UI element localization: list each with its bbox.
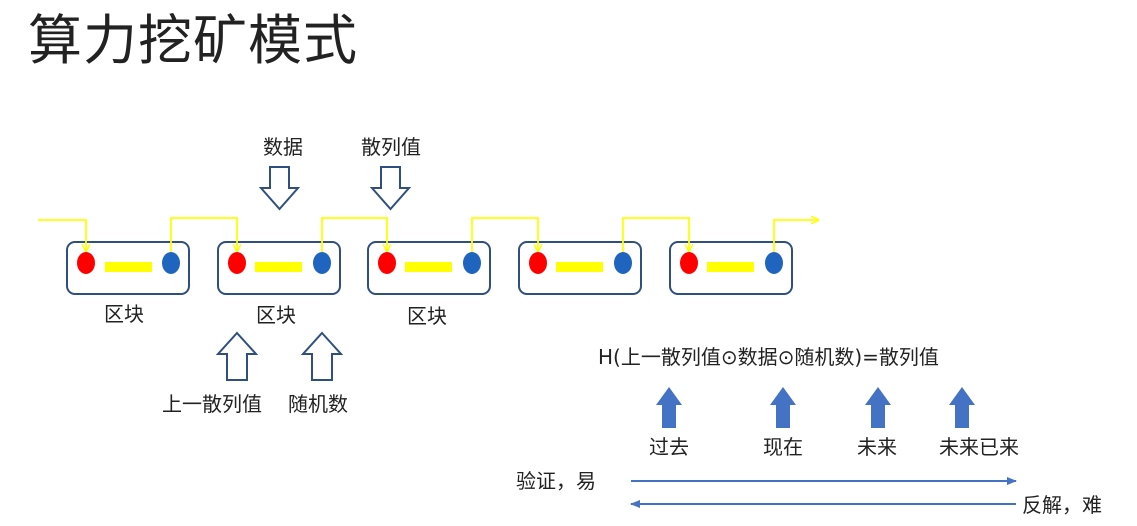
chain-link-in	[38, 219, 86, 251]
prev-hash-dot	[529, 252, 547, 274]
data-bar	[105, 262, 152, 272]
future-arrived-arrow	[949, 387, 975, 428]
block-2	[217, 241, 341, 295]
block-1	[66, 241, 190, 295]
block-label-2: 区块	[256, 303, 296, 327]
prev-hash-dot	[680, 252, 698, 274]
chain-link-2-3	[321, 217, 387, 252]
time-label-future-arrived: 未来已来	[939, 435, 1019, 459]
data-bar	[556, 262, 603, 272]
hash-dot	[463, 252, 481, 274]
verify-label: 验证，易	[516, 469, 596, 493]
prev-hash-up-arrow	[215, 331, 259, 381]
block-3	[367, 241, 491, 295]
chain-link-out	[773, 220, 818, 252]
data-bar	[255, 262, 302, 272]
block-label-3: 区块	[407, 304, 447, 328]
past-arrow	[656, 387, 682, 428]
nonce-label: 随机数	[288, 392, 348, 416]
hash-dot	[162, 252, 180, 274]
block-5	[669, 241, 793, 295]
block-label-1: 区块	[104, 302, 144, 326]
hash-dot	[614, 252, 632, 274]
data-bar	[405, 262, 452, 272]
hash-formula: H(上一散列值⊙数据⊙随机数)=散列值	[598, 345, 939, 369]
reverse-label: 反解，难	[1022, 493, 1102, 517]
present-arrow	[770, 387, 796, 428]
prev-hash-label: 上一散列值	[162, 392, 262, 416]
page-title: 算力挖矿模式	[28, 9, 358, 72]
hash-dot	[313, 252, 331, 274]
prev-hash-dot	[228, 252, 246, 274]
future-arrow	[865, 387, 891, 428]
data-bar	[707, 262, 754, 272]
prev-hash-dot	[378, 252, 396, 274]
time-label-past: 过去	[649, 435, 689, 459]
time-label-present: 现在	[763, 435, 803, 459]
block-4	[518, 241, 642, 295]
time-label-future: 未来	[857, 435, 897, 459]
prev-hash-dot	[77, 252, 95, 274]
hash-value-label: 散列值	[361, 135, 421, 159]
data-down-arrow	[258, 166, 301, 211]
chain-links	[38, 218, 818, 252]
chain-link-1-2	[170, 217, 237, 252]
hash-down-arrow	[369, 166, 412, 211]
data-label: 数据	[263, 135, 303, 159]
chain-link-3-4	[471, 217, 538, 252]
hash-dot	[765, 252, 783, 274]
chain-link-4-5	[622, 217, 689, 252]
nonce-up-arrow	[300, 331, 344, 381]
